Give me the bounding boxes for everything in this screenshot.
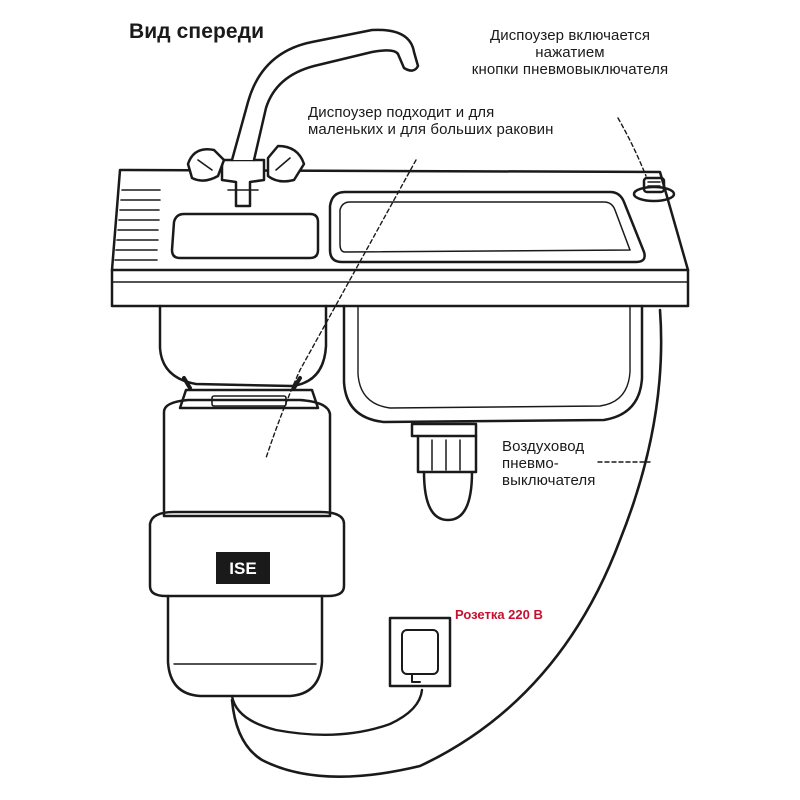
wall-outlet-icon — [388, 616, 452, 688]
disposer-unit — [148, 388, 346, 698]
switch-note: Диспоузер включается нажатием кнопки пне… — [471, 27, 669, 78]
countertop — [110, 168, 690, 308]
size-note: Диспоузер подходит и для маленьких и для… — [308, 104, 554, 138]
faucet-icon — [186, 28, 420, 208]
drainboard-ribs — [114, 189, 161, 261]
small-basin-opening — [170, 212, 320, 260]
small-bowl — [158, 304, 328, 390]
air-tube-label: Воздуховод пневмо- выключателя — [502, 438, 596, 489]
large-bowl — [342, 304, 644, 438]
leader-switch-note — [617, 117, 647, 177]
large-basin-opening — [328, 190, 646, 264]
page-title: Вид спереди — [129, 20, 265, 43]
brand-logo: ISE — [216, 552, 270, 584]
pneumatic-button-icon — [632, 176, 676, 203]
air-tube — [230, 308, 663, 778]
brand-logo-text: ISE — [229, 559, 256, 578]
leader-size-note — [265, 159, 417, 459]
drain-trap — [416, 434, 478, 522]
power-cable — [230, 688, 424, 736]
outlet-label: Розетка 220 В — [455, 607, 543, 622]
